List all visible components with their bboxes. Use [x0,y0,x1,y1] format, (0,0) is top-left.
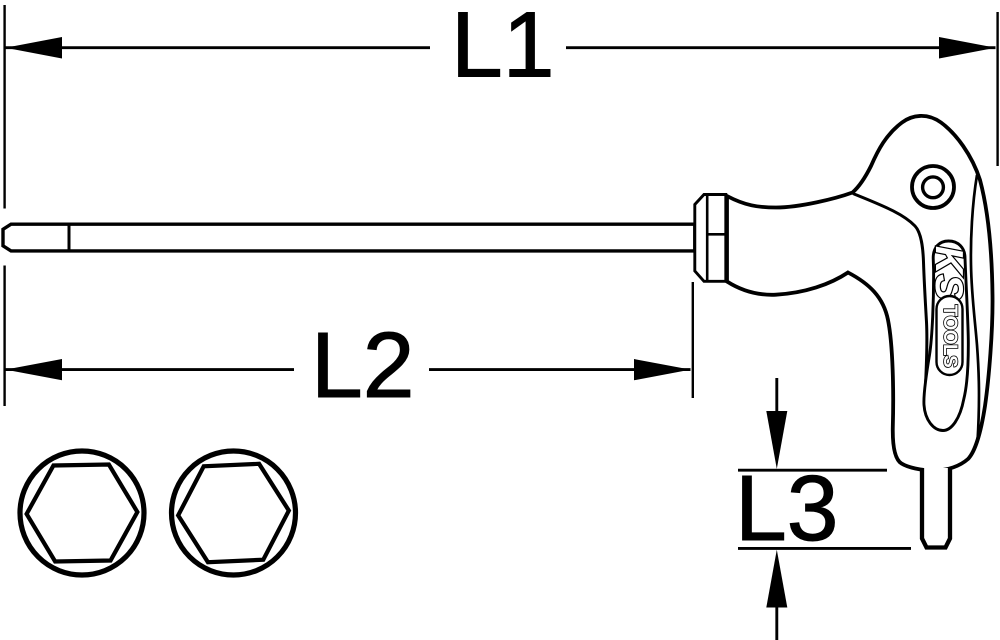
svg-text:L3: L3 [735,456,838,560]
svg-text:TOOLS: TOOLS [939,305,960,368]
svg-text:L2: L2 [311,313,414,417]
svg-text:KS: KS [927,246,970,300]
svg-text:L1: L1 [451,0,554,97]
